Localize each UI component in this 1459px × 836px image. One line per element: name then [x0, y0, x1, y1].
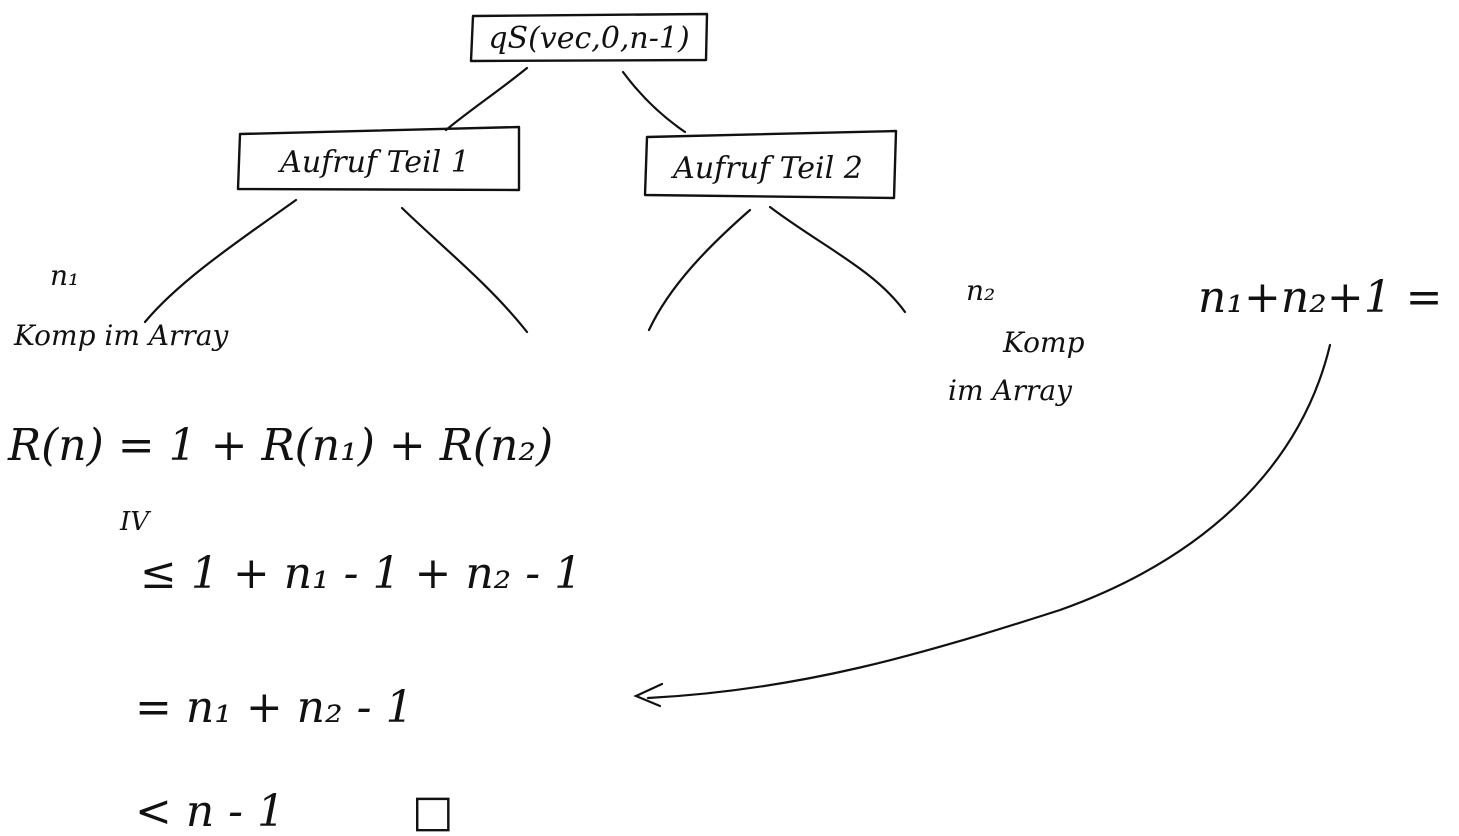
edge-left-right [400, 206, 529, 334]
tree-root-box [469, 12, 709, 63]
right-count-label: n₂ [966, 274, 995, 307]
tree-left-node: Aufruf Teil 1 [236, 125, 521, 192]
tree-left-label: Aufruf Teil 1 [277, 145, 470, 180]
left-count-label: n₁ [50, 259, 79, 292]
edge-right-right [768, 205, 907, 314]
edge-left-left [143, 198, 298, 324]
tree-right-label: Aufruf Teil 2 [670, 151, 863, 186]
substitution-arrow-curve [646, 343, 1332, 700]
qed-symbol: □ [412, 786, 454, 836]
tree-right-box [643, 129, 898, 200]
derivation-line-1: R(n) = 1 + R(n₁) + R(n₂) [7, 420, 553, 471]
tree-root-label: qS(vec,0,n-1) [488, 21, 689, 56]
sum-identity: n₁+n₂+1 = n [1198, 272, 1459, 323]
tree-left-box [236, 125, 521, 192]
edge-root-right [621, 70, 687, 134]
derivation-line-2: ≤ 1 + n₁ - 1 + n₂ - 1 [140, 548, 582, 599]
right-desc-line2: im Array [948, 374, 1073, 407]
derivation-line-3: = n₁ + n₂ - 1 [135, 682, 413, 733]
right-desc-line1: Komp [1002, 326, 1085, 359]
substitution-arrow [633, 343, 1332, 708]
edge-root-left [444, 66, 529, 132]
tree-root-node: qS(vec,0,n-1) [469, 12, 709, 63]
induction-hypothesis-label: IV [119, 507, 151, 537]
left-desc-label: Komp im Array [13, 319, 229, 352]
tree-right-node: Aufruf Teil 2 [643, 129, 898, 200]
derivation-line-4: < n - 1 [135, 786, 285, 836]
substitution-arrowhead [633, 682, 664, 708]
edge-right-left [647, 208, 752, 332]
